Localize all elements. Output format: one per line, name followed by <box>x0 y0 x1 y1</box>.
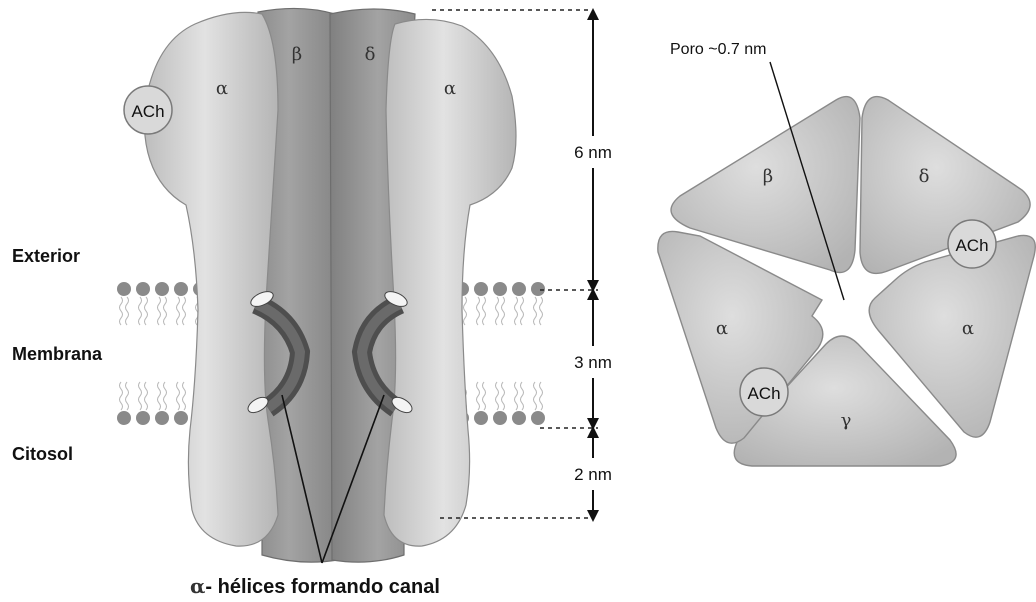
lipid-head <box>531 282 545 296</box>
lipid-tail <box>145 382 148 410</box>
label-delta-side: δ <box>365 44 376 65</box>
dimension-top-label: 6 nm <box>574 143 612 162</box>
helix-caption-greek: α <box>190 574 205 598</box>
pore-label: Poro ~0.7 nm <box>670 41 767 58</box>
lipid-tail <box>139 297 142 325</box>
label-alpha-right-side: α <box>444 78 456 99</box>
label-beta-side: β <box>292 44 302 65</box>
lipid-tail <box>120 297 123 325</box>
lipid-head <box>474 282 488 296</box>
lipid-tail <box>183 297 186 325</box>
lipid-tail <box>126 297 129 325</box>
lipid-tail <box>496 297 499 325</box>
lipid-tail <box>540 382 543 410</box>
lipid-tail <box>477 297 480 325</box>
lipid-tail <box>145 297 148 325</box>
lipid-tail <box>521 382 524 410</box>
lipid-tail <box>183 382 186 410</box>
dimension-middle-label: 3 nm <box>574 353 612 372</box>
lipid-tail <box>521 297 524 325</box>
region-cytosol: Citosol <box>12 444 73 464</box>
ach-label-side: ACh <box>131 102 164 121</box>
lipid-head <box>512 282 526 296</box>
lipid-head <box>174 411 188 425</box>
lipid-tail <box>502 297 505 325</box>
lipid-tail <box>515 382 518 410</box>
lipid-tail <box>164 297 167 325</box>
lipid-tail <box>177 382 180 410</box>
lipid-tail <box>483 297 486 325</box>
lipid-tail <box>120 382 123 410</box>
label-alpha-left-side: α <box>216 78 228 99</box>
lipid-head <box>493 411 507 425</box>
lipid-head <box>117 282 131 296</box>
ach-site-side: ACh <box>124 86 172 134</box>
ach-label-top-upper: ACh <box>955 236 988 255</box>
label-alpha-right-top: α <box>962 318 974 339</box>
lipid-tail <box>158 382 161 410</box>
label-gamma-top: γ <box>841 410 852 431</box>
top-view-receptor: β δ α α γ ACh ACh Poro ~0.7 nm <box>658 41 1035 466</box>
label-beta-top: β <box>763 166 773 187</box>
lipid-tail <box>502 382 505 410</box>
ach-label-top-lower: ACh <box>747 384 780 403</box>
lipid-tail <box>534 297 537 325</box>
lipid-head <box>155 282 169 296</box>
lipid-tail <box>540 297 543 325</box>
lipid-tail <box>126 382 129 410</box>
lipid-tail <box>164 382 167 410</box>
region-membrane: Membrana <box>12 344 103 364</box>
lipid-head <box>117 411 131 425</box>
lipid-head <box>155 411 169 425</box>
lipid-tail <box>483 382 486 410</box>
lipid-head <box>136 411 150 425</box>
lipid-head <box>174 282 188 296</box>
lipid-tail <box>477 382 480 410</box>
lipid-head <box>136 282 150 296</box>
lipid-tail <box>515 297 518 325</box>
helix-caption: α- hélices formando canal <box>190 574 440 598</box>
dimension-bottom-label: 2 nm <box>574 465 612 484</box>
label-alpha-left-top: α <box>716 318 728 339</box>
lipid-tail <box>139 382 142 410</box>
lipid-head <box>493 282 507 296</box>
region-exterior: Exterior <box>12 246 80 266</box>
lipid-head <box>512 411 526 425</box>
lipid-tail <box>496 382 499 410</box>
lipid-tail <box>464 297 467 325</box>
lipid-tail <box>177 297 180 325</box>
ach-site-top-lower: ACh <box>740 368 788 416</box>
lipid-tail <box>534 382 537 410</box>
lipid-head <box>474 411 488 425</box>
lipid-tail <box>158 297 161 325</box>
lipid-head <box>531 411 545 425</box>
ach-site-top-upper: ACh <box>948 220 996 268</box>
label-delta-top: δ <box>919 166 930 187</box>
helix-caption-text: - hélices formando canal <box>205 576 440 598</box>
